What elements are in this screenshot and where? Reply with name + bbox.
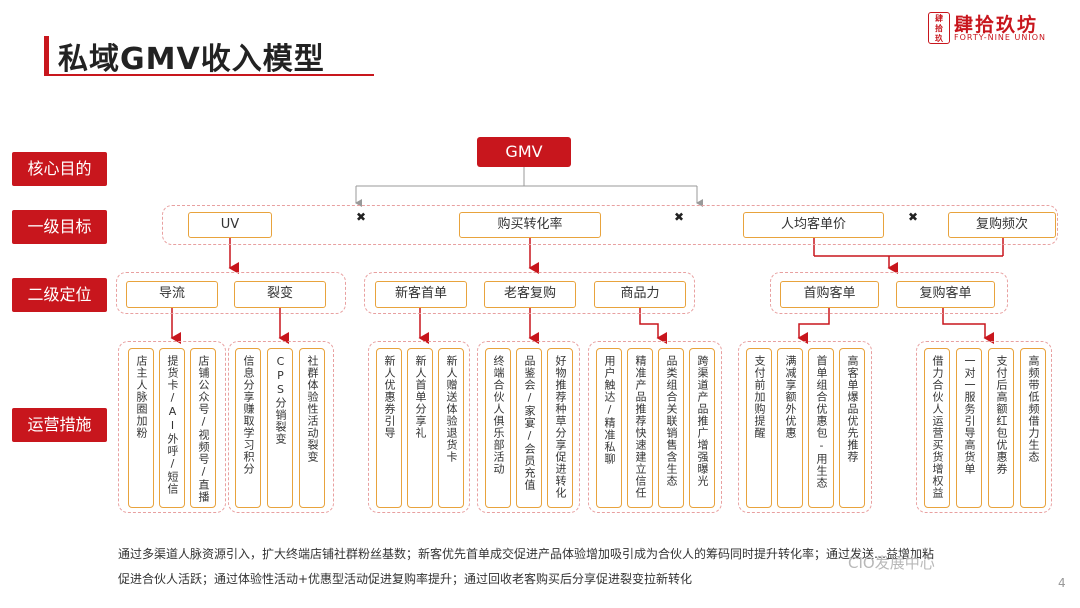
measure-item: 品类组合关联销售含生态 [658,348,684,508]
measure-item: 高频带低频借力生态 [1020,348,1046,508]
measure-item: 新人赠送体验退货卡 [438,348,464,508]
measures-group-fission [228,341,334,513]
summary-line-1: 通过多渠道人脉资源引入，扩大终端店铺社群粉丝基数；新客优先首单成交促进产品体验增… [118,547,935,561]
level1-repurchase-frequency: 复购频次 [948,212,1056,238]
measure-item: 新人首单分享礼 [407,348,433,508]
measures-group-traffic [118,341,226,513]
root-gmv-node: GMV [477,137,571,167]
measure-item: 提货卡/AI外呼/短信 [159,348,185,508]
level2-group-uv [116,272,346,314]
measure-item: 信息分享赚取学习积分 [235,348,261,508]
watermark: CIO发展中心 [848,554,935,572]
measure-item: CPS分销裂变 [267,348,293,508]
level2-group-order [770,272,1008,314]
measure-item: 新人优惠券引导 [376,348,402,508]
level2-product-power: 商品力 [594,281,686,308]
measure-item: 跨渠道产品推广增强曝光 [689,348,715,508]
measures-group-repeat-order [916,341,1052,513]
measure-item: 好物推荐种草分享促进转化 [547,348,573,508]
page-title: 私域GMV收入模型 [58,42,325,77]
measure-item: 一对一服务引导高货单 [956,348,982,508]
measures-group-first-order [738,341,872,513]
level1-uv: UV [188,212,272,238]
level-label-first: 一级目标 [12,210,107,244]
title-underline [44,74,374,76]
level1-avg-order-value: 人均客单价 [743,212,884,238]
level1-conversion-rate: 购买转化率 [459,212,601,238]
measure-item: 店主人脉圈加粉 [128,348,154,508]
measure-item: 终端合伙人俱乐部活动 [485,348,511,508]
measures-group-repeat [477,341,580,513]
measure-item: 满减享额外优惠 [777,348,803,508]
level-label-core: 核心目的 [12,152,107,186]
measure-item: 支付后高额红包优惠券 [988,348,1014,508]
measure-item: 用户触达/精准私聊 [596,348,622,508]
level2-first-order-value: 首购客单 [780,281,879,308]
page-number: 4 [1058,576,1066,590]
title-accent-bar [44,36,49,76]
level-label-second: 二级定位 [12,278,107,312]
measure-item: 社群体验性活动裂变 [299,348,325,508]
level2-repeat-order-value: 复购客单 [896,281,995,308]
measure-item: 支付前加购提醒 [746,348,772,508]
level-label-ops: 运营措施 [12,408,107,442]
level2-group-conversion [364,272,695,314]
level2-traffic: 导流 [126,281,218,308]
measure-item: 品鉴会/家宴/会员充值 [516,348,542,508]
measure-item: 首单组合优惠包-用生态 [808,348,834,508]
multiply-sign: ✖ [356,210,367,224]
level2-fission: 裂变 [234,281,326,308]
brand-name-cn: 肆拾玖坊 [954,14,1039,36]
brand-logo-mark: 肆拾玖 [928,12,950,44]
measure-item: 高客单爆品优先推荐 [839,348,865,508]
summary-line-2: 促进合伙人活跃；通过体验性活动+优惠型活动促进复购率提升；通过回收老客购买后分享… [118,572,693,586]
measures-group-product [588,341,722,513]
level2-new-first-order: 新客首单 [375,281,467,308]
measure-item: 店铺公众号/视频号/直播 [190,348,216,508]
multiply-sign: ✖ [674,210,685,224]
level2-repeat-customer: 老客复购 [484,281,576,308]
measure-item: 借力合伙人运营买货增权益 [924,348,950,508]
measure-item: 精准产品推荐快速建立信任 [627,348,653,508]
multiply-sign: ✖ [908,210,919,224]
measures-group-new [368,341,470,513]
level1-group [162,205,1058,245]
brand-name-en: FORTY-NINE UNION [954,33,1046,42]
